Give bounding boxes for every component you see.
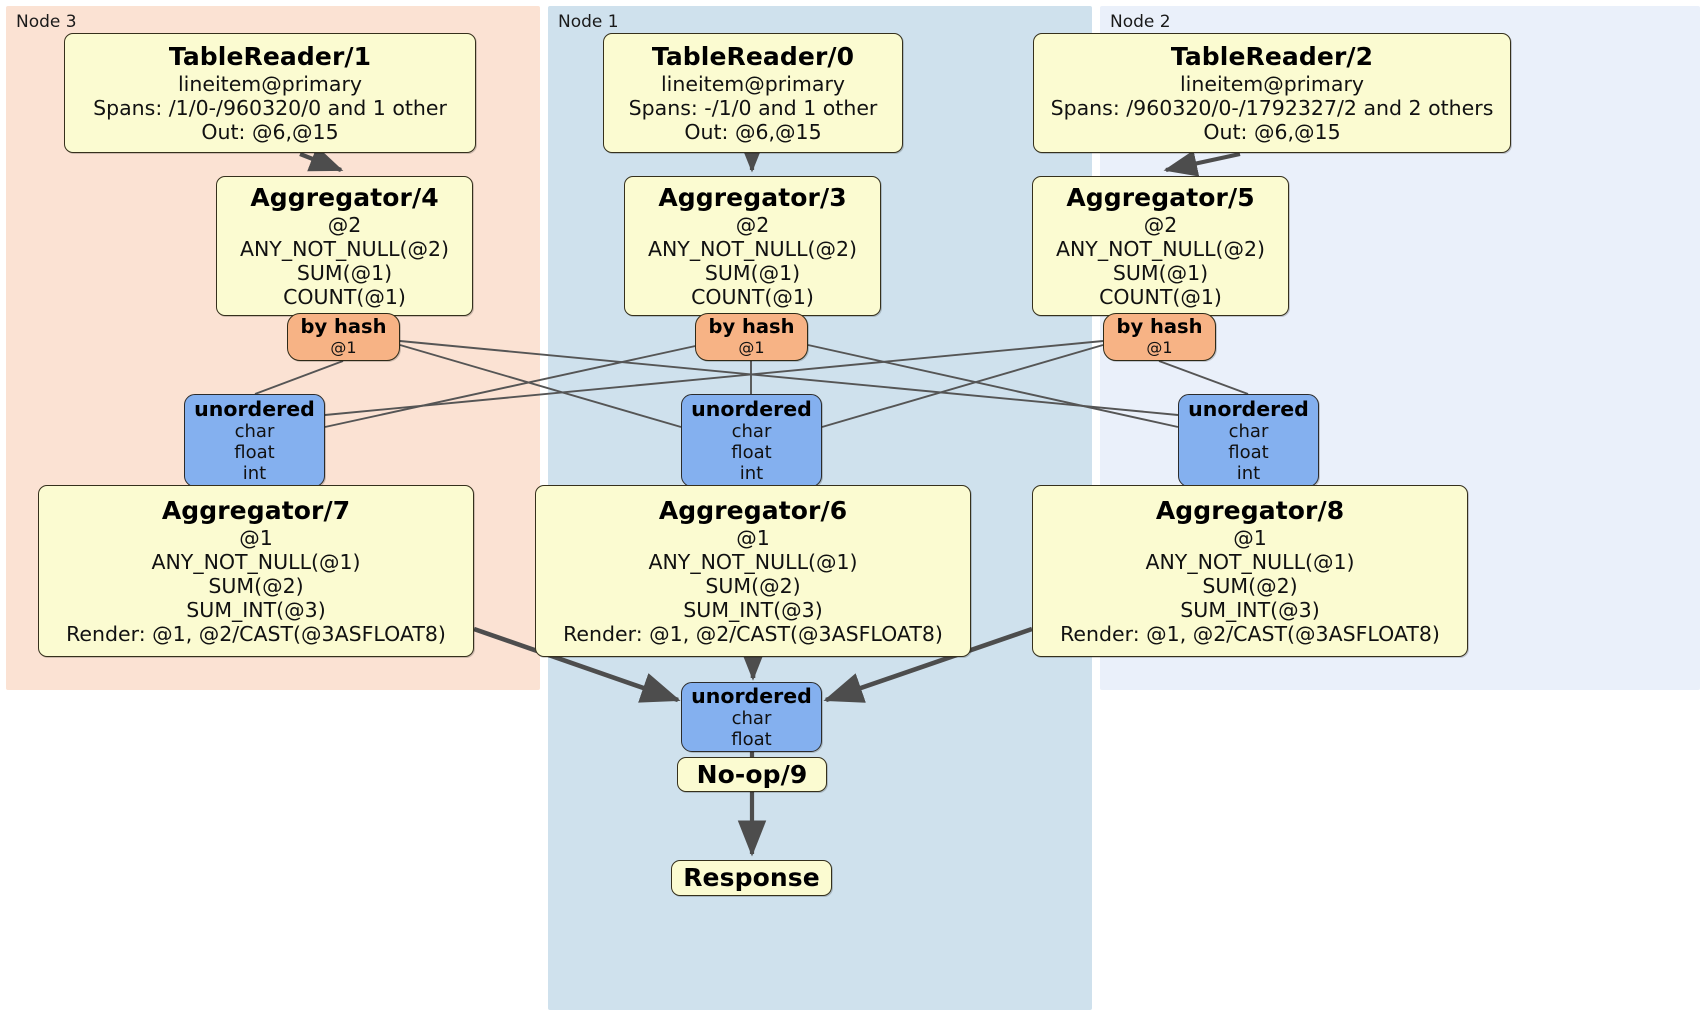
processor-line: Render: @1, @2/CAST(@3ASFLOAT8): [66, 621, 446, 646]
inbox-line: float: [1228, 441, 1269, 463]
router-title: by hash: [1116, 315, 1203, 339]
processor-line: SUM(@2): [705, 573, 801, 598]
processor-line: ANY_NOT_NULL(@1): [151, 549, 361, 574]
processor-title: Aggregator/5: [1066, 183, 1255, 213]
inbox-unordered-7[interactable]: unordered char float int: [184, 394, 325, 487]
inbox-line: char: [731, 707, 772, 729]
processor-line: @2: [735, 212, 770, 237]
processor-title: TableReader/2: [1170, 42, 1374, 72]
processor-title: Response: [683, 863, 820, 893]
inbox-unordered-8[interactable]: unordered char float int: [1178, 394, 1319, 487]
processor-line: SUM_INT(@3): [186, 597, 326, 622]
processor-line: ANY_NOT_NULL(@2): [647, 236, 858, 261]
router-by-hash-3[interactable]: by hash @1: [695, 313, 808, 361]
processor-line: Out: @6,@15: [684, 119, 822, 144]
processor-title: Aggregator/3: [658, 183, 847, 213]
inbox-line: char: [731, 420, 772, 442]
processor-table-reader-2[interactable]: TableReader/2 lineitem@primary Spans: /9…: [1033, 33, 1511, 153]
inbox-unordered-6[interactable]: unordered char float int: [681, 394, 822, 487]
inbox-line: int: [739, 463, 764, 485]
processor-line: SUM(@2): [208, 573, 304, 598]
processor-aggregator-5[interactable]: Aggregator/5 @2 ANY_NOT_NULL(@2) SUM(@1)…: [1032, 176, 1289, 316]
node-panel-label-node3: Node 3: [16, 12, 77, 32]
processor-line: COUNT(@1): [1099, 284, 1222, 309]
processor-line: @1: [239, 525, 273, 550]
processor-line: @1: [1233, 525, 1267, 550]
processor-line: COUNT(@1): [691, 284, 814, 309]
inbox-line: float: [234, 441, 275, 463]
processor-title: TableReader/0: [651, 42, 855, 72]
inbox-title: unordered: [691, 683, 812, 708]
inbox-title: unordered: [1188, 396, 1309, 421]
processor-table-reader-0[interactable]: TableReader/0 lineitem@primary Spans: -/…: [603, 33, 903, 153]
processor-line: SUM_INT(@3): [683, 597, 823, 622]
inbox-title: unordered: [691, 396, 812, 421]
inbox-unordered-final[interactable]: unordered char float: [681, 682, 822, 752]
processor-line: lineitem@primary: [177, 71, 363, 96]
inbox-line: char: [1228, 420, 1269, 442]
processor-title: TableReader/1: [168, 42, 372, 72]
processor-line: lineitem@primary: [660, 71, 846, 96]
processor-aggregator-3[interactable]: Aggregator/3 @2 ANY_NOT_NULL(@2) SUM(@1)…: [624, 176, 881, 316]
processor-line: @2: [327, 212, 362, 237]
processor-title: No-op/9: [696, 759, 808, 789]
processor-table-reader-1[interactable]: TableReader/1 lineitem@primary Spans: /1…: [64, 33, 476, 153]
processor-line: Out: @6,@15: [1203, 119, 1341, 144]
processor-aggregator-8[interactable]: Aggregator/8 @1 ANY_NOT_NULL(@1) SUM(@2)…: [1032, 485, 1468, 657]
router-line: @1: [330, 338, 357, 358]
processor-line: @1: [736, 525, 770, 550]
processor-aggregator-6[interactable]: Aggregator/6 @1 ANY_NOT_NULL(@1) SUM(@2)…: [535, 485, 971, 657]
processor-response[interactable]: Response: [671, 860, 832, 896]
router-line: @1: [1146, 338, 1173, 358]
node-panel-label-node2: Node 2: [1110, 12, 1171, 32]
processor-line: SUM(@1): [296, 260, 393, 285]
processor-line: SUM(@1): [704, 260, 801, 285]
router-by-hash-5[interactable]: by hash @1: [1103, 313, 1216, 361]
inbox-line: int: [242, 463, 267, 485]
inbox-line: int: [1236, 463, 1261, 485]
processor-line: SUM(@2): [1202, 573, 1298, 598]
router-title: by hash: [300, 315, 387, 339]
processor-line: ANY_NOT_NULL(@1): [1145, 549, 1355, 574]
processor-aggregator-4[interactable]: Aggregator/4 @2 ANY_NOT_NULL(@2) SUM(@1)…: [216, 176, 473, 316]
processor-line: lineitem@primary: [1179, 71, 1365, 96]
processor-line: COUNT(@1): [283, 284, 406, 309]
inbox-title: unordered: [194, 396, 315, 421]
processor-title: Aggregator/8: [1155, 496, 1345, 526]
router-title: by hash: [708, 315, 795, 339]
processor-title: Aggregator/7: [161, 496, 351, 526]
processor-line: ANY_NOT_NULL(@2): [239, 236, 450, 261]
processor-title: Aggregator/6: [658, 496, 848, 526]
processor-line: SUM_INT(@3): [1180, 597, 1320, 622]
processor-line: Spans: /960320/0-/1792327/2 and 2 others: [1050, 95, 1494, 120]
inbox-line: float: [731, 441, 772, 463]
processor-aggregator-7[interactable]: Aggregator/7 @1 ANY_NOT_NULL(@1) SUM(@2)…: [38, 485, 474, 657]
processor-line: ANY_NOT_NULL(@1): [648, 549, 858, 574]
processor-title: Aggregator/4: [250, 183, 439, 213]
node-panel-label-node1: Node 1: [558, 12, 619, 32]
processor-line: Render: @1, @2/CAST(@3ASFLOAT8): [563, 621, 943, 646]
processor-line: Out: @6,@15: [201, 119, 339, 144]
router-by-hash-4[interactable]: by hash @1: [287, 313, 400, 361]
processor-line: @2: [1143, 212, 1178, 237]
processor-line: Spans: -/1/0 and 1 other: [628, 95, 878, 120]
processor-line: SUM(@1): [1112, 260, 1209, 285]
processor-line: Spans: /1/0-/960320/0 and 1 other: [93, 95, 447, 120]
processor-no-op-9[interactable]: No-op/9: [677, 757, 827, 792]
processor-line: Render: @1, @2/CAST(@3ASFLOAT8): [1060, 621, 1440, 646]
inbox-line: float: [731, 728, 772, 750]
router-line: @1: [738, 338, 765, 358]
inbox-line: char: [234, 420, 275, 442]
processor-line: ANY_NOT_NULL(@2): [1055, 236, 1266, 261]
